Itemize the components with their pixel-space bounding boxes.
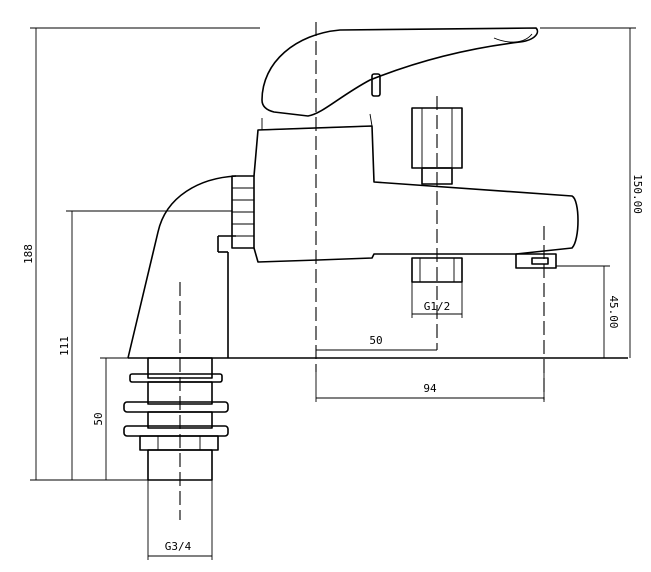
dim-spout-height: 111: [58, 336, 71, 356]
dim-spout-depth: 50: [369, 334, 382, 347]
tail-assembly: [123, 357, 229, 481]
center-lines: [179, 22, 545, 520]
dimension-lines: [30, 27, 636, 560]
connection-nut: [231, 175, 255, 249]
lever-handle: [261, 27, 539, 117]
dim-tail-height: 50: [92, 412, 105, 425]
spout-outlet: [515, 253, 557, 269]
dim-overall-height: 188: [22, 244, 35, 264]
dim-outlet-height: 45.00: [607, 295, 620, 328]
dim-diverter-thread: G1/2: [424, 300, 451, 313]
dim-spout-reach: 94: [423, 382, 437, 395]
pillar-base: [127, 175, 237, 359]
mixer-body: [253, 113, 579, 263]
dim-body-height: 150.00: [631, 174, 644, 214]
dim-tail-thread: G3/4: [165, 540, 192, 553]
